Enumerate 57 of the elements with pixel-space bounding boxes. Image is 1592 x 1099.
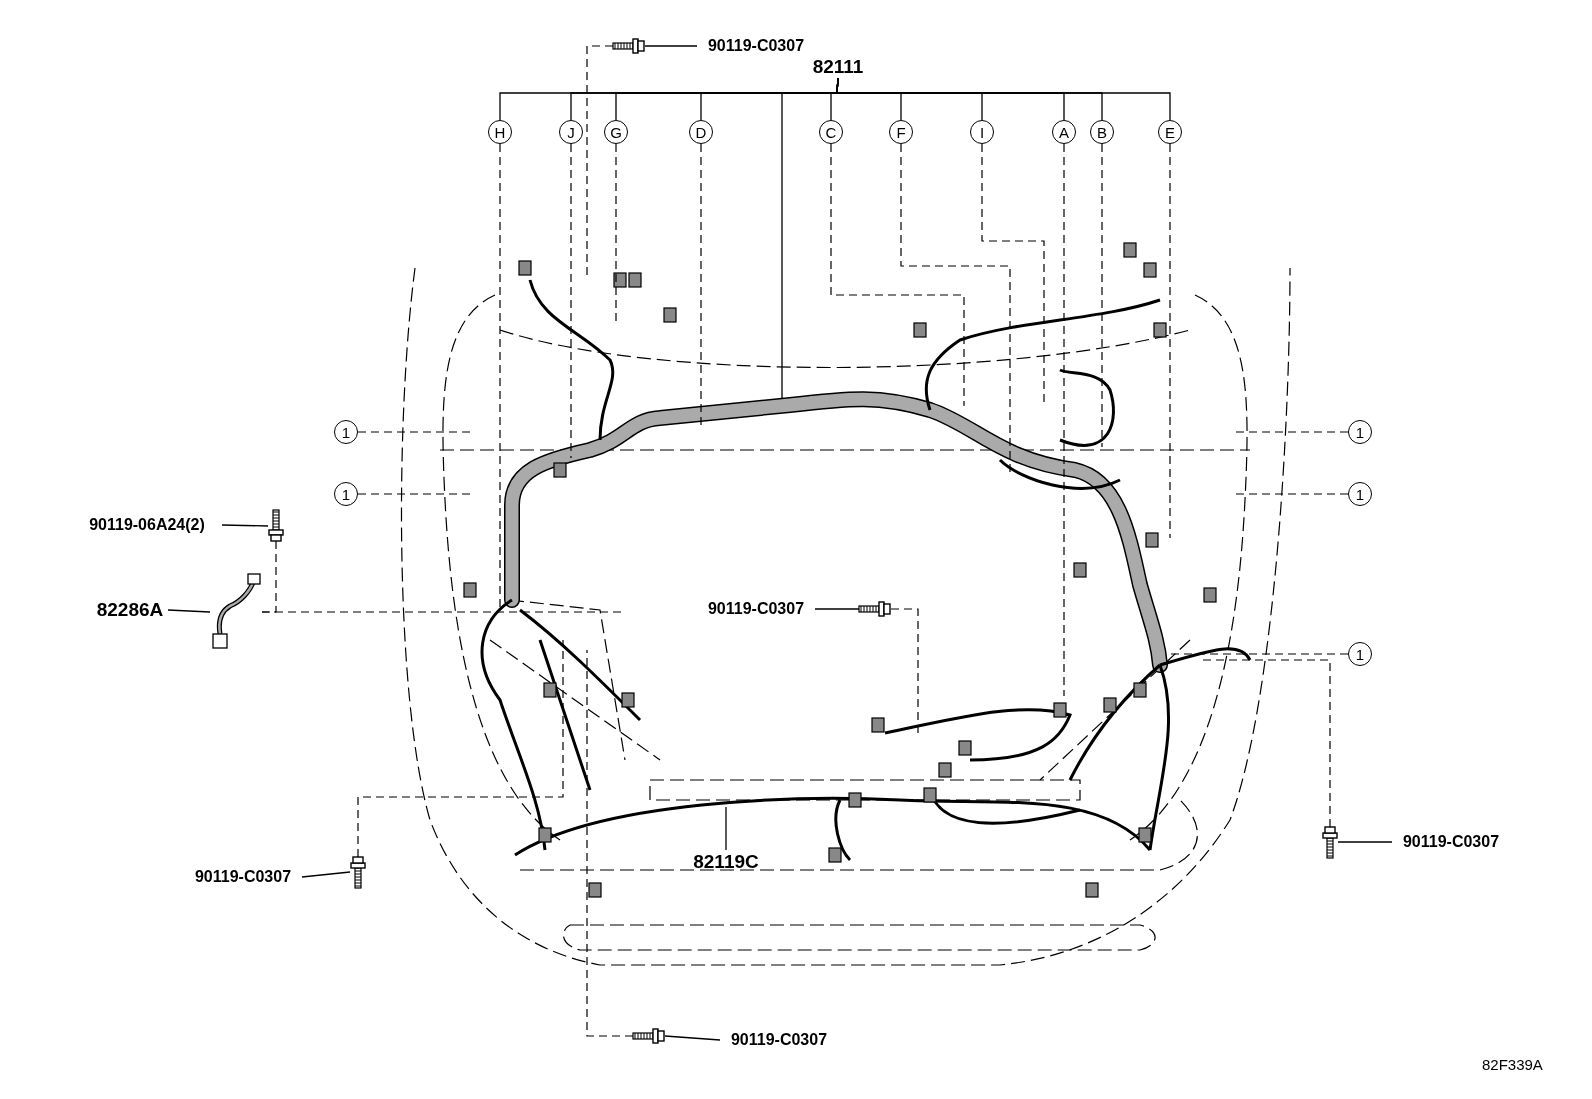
bolt-icon	[859, 601, 891, 617]
part-number: 90119-C0307	[697, 35, 815, 57]
leader-line	[570, 143, 572, 459]
leader-line	[664, 1035, 721, 1041]
leader-line	[781, 77, 839, 399]
leader-line	[725, 806, 727, 851]
callout-circle: 1	[334, 482, 358, 506]
leader-line	[1235, 431, 1349, 433]
callout-circle: 1	[334, 420, 358, 444]
leader-line	[586, 649, 634, 1037]
leader-line	[814, 608, 860, 610]
callout-circle: 1	[1348, 482, 1372, 506]
callout-circle: I	[970, 120, 994, 144]
callout-circle: 1	[1348, 642, 1372, 666]
part-number: 90119-06A24(2)	[72, 514, 222, 536]
bolt-icon	[268, 511, 284, 541]
leader-line	[357, 639, 564, 858]
leader-line	[1169, 143, 1171, 539]
bolt-icon	[633, 1028, 665, 1044]
callout-circle: F	[889, 120, 913, 144]
leader-line	[1337, 841, 1393, 843]
leader-line	[357, 431, 471, 433]
leader-line	[1063, 143, 1065, 697]
callout-circle: C	[819, 120, 843, 144]
leader-line	[830, 143, 965, 407]
callout-circle: B	[1090, 120, 1114, 144]
callout-circle: A	[1052, 120, 1076, 144]
leader-line	[644, 45, 698, 47]
leader-line	[357, 493, 471, 495]
leader-line	[890, 608, 919, 734]
part-number: 90119-C0307	[184, 866, 302, 888]
part-number: 82119C	[688, 850, 764, 874]
callout-circle: J	[559, 120, 583, 144]
part-number: 82111	[808, 56, 868, 78]
callout-circle: D	[689, 120, 713, 144]
bolt-icon	[613, 38, 645, 54]
part-number: 82286A	[92, 598, 168, 622]
drawing-code: 82F339A	[1482, 1056, 1543, 1073]
part-number: 90119-C0307	[720, 1029, 838, 1051]
leader-line	[301, 871, 351, 878]
bolt-icon	[1322, 827, 1338, 857]
leader-line	[221, 524, 269, 527]
leader-line	[1169, 653, 1349, 655]
leader-line	[586, 45, 614, 276]
leader-line	[700, 143, 702, 428]
part-number: 90119-C0307	[697, 598, 815, 620]
callout-circle: G	[604, 120, 628, 144]
leader-line	[1235, 493, 1349, 495]
part-number: 90119-C0307	[1392, 831, 1510, 853]
leader-line	[167, 609, 211, 613]
callout-circle: E	[1158, 120, 1182, 144]
callout-circle: H	[488, 120, 512, 144]
leader-line	[900, 143, 1011, 473]
harness-part-drawing	[210, 572, 262, 652]
leader-line	[1101, 143, 1103, 448]
callout-circle: 1	[1348, 420, 1372, 444]
bolt-icon	[350, 857, 366, 887]
